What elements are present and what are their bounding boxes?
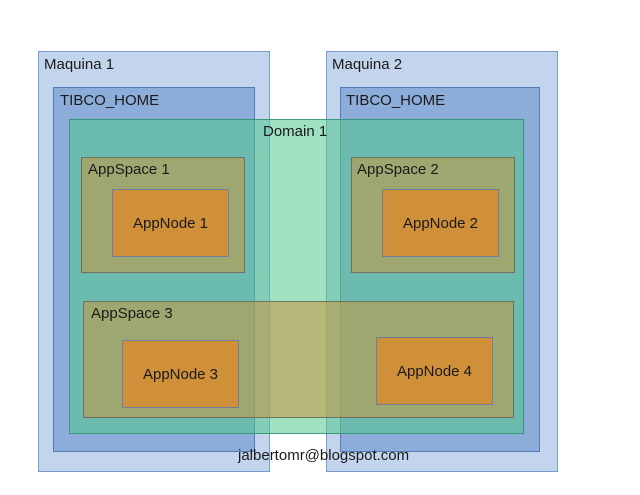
footer-credit: jalbertomr@blogspot.com: [238, 447, 410, 464]
machine-2-label: Maquina 2: [332, 56, 403, 73]
appnode-2-label: AppNode 2: [402, 214, 479, 232]
appnode-4-label: AppNode 4: [396, 362, 473, 380]
appspace-2-label: AppSpace 2: [357, 161, 439, 178]
tibco-home-1-label: TIBCO_HOME: [60, 92, 160, 109]
appnode-3-box: AppNode 3: [122, 340, 239, 408]
tibco-home-2-label: TIBCO_HOME: [346, 92, 446, 109]
appnode-1-label: AppNode 1: [132, 214, 209, 232]
appnode-4-box: AppNode 4: [376, 337, 493, 405]
machine-1-label: Maquina 1: [44, 56, 115, 73]
appspace-3-label: AppSpace 3: [91, 305, 173, 322]
appnode-3-label: AppNode 3: [142, 365, 219, 383]
appspace-1-label: AppSpace 1: [88, 161, 170, 178]
domain-label: Domain 1: [263, 123, 328, 140]
appnode-1-box: AppNode 1: [112, 189, 229, 257]
appnode-2-box: AppNode 2: [382, 189, 499, 257]
